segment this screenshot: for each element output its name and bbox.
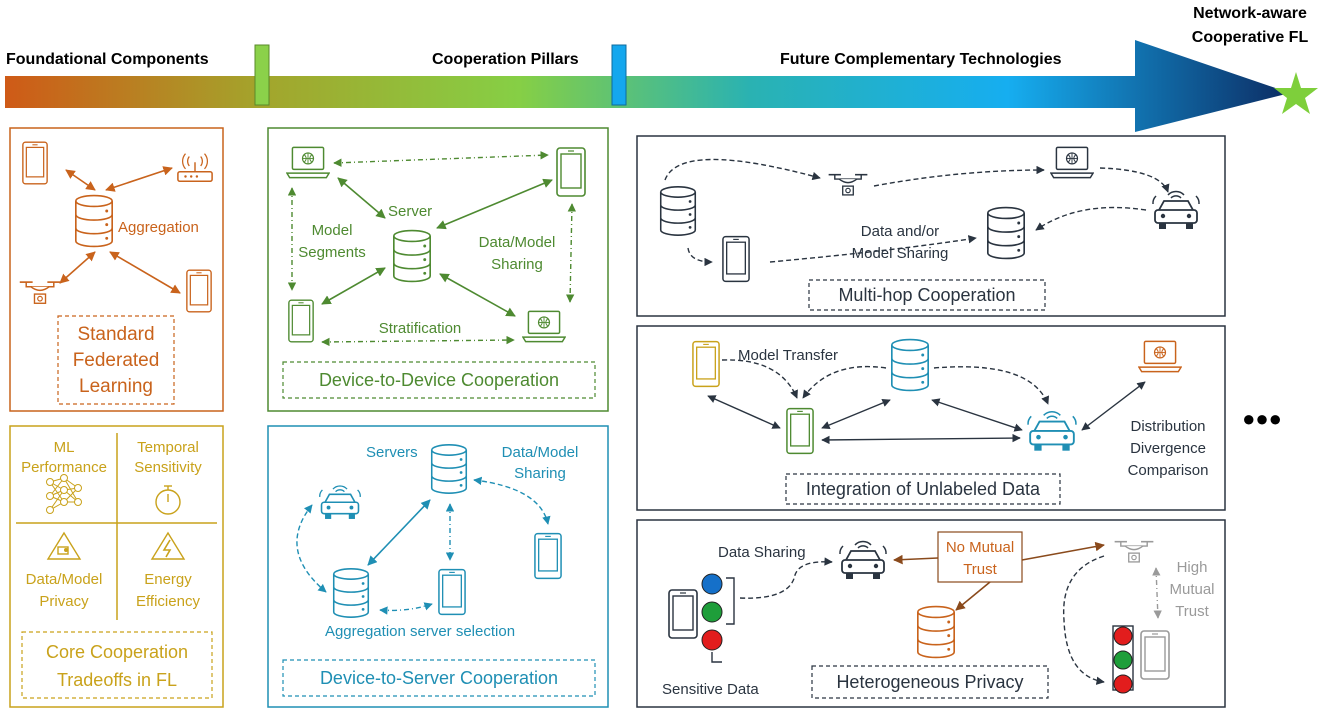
server-icon bbox=[74, 194, 114, 248]
tradeoffs-title-2: Tradeoffs in FL bbox=[57, 670, 177, 690]
unlabeled-panel: Model Transfer Distribution Divergence C… bbox=[636, 325, 1226, 511]
phone-icon bbox=[22, 141, 48, 185]
tradeoff-ml-line1: ML bbox=[54, 439, 75, 456]
d2s-panel: Servers Data/Model Sharing Aggregation s… bbox=[267, 425, 609, 708]
phone-icon bbox=[556, 147, 586, 197]
phone-icon bbox=[722, 235, 750, 283]
server-icon bbox=[659, 185, 697, 237]
energy-warning-icon bbox=[150, 531, 186, 560]
no-trust-label-2: Trust bbox=[963, 561, 997, 578]
standard-fl-title-1: Standard bbox=[77, 324, 154, 345]
sensitive-data-label: Sensitive Data bbox=[662, 681, 759, 698]
tradeoff-energy-line1: Energy bbox=[144, 571, 192, 588]
phone-icon bbox=[534, 532, 562, 580]
multihop-title: Multi-hop Cooperation bbox=[838, 285, 1015, 305]
d2d-sharing-1: Data/Model bbox=[479, 234, 556, 251]
model-transfer-label: Model Transfer bbox=[738, 347, 838, 364]
server-icon bbox=[916, 605, 956, 659]
laptop-icon bbox=[1050, 146, 1094, 179]
d2s-sharing-2: Sharing bbox=[514, 465, 566, 482]
car-icon bbox=[318, 485, 362, 520]
more-ellipsis: ●●● bbox=[1242, 406, 1282, 431]
stage1-label: Foundational Components bbox=[6, 51, 209, 68]
high-trust-label-2: Mutual bbox=[1169, 581, 1214, 598]
phone-icon bbox=[786, 407, 814, 455]
tradeoff-energy-line2: Efficiency bbox=[136, 593, 200, 610]
d2s-servers-label: Servers bbox=[366, 444, 418, 461]
phone-icon bbox=[668, 589, 698, 639]
car-icon bbox=[839, 540, 887, 580]
timeline: Foundational Components Cooperation Pill… bbox=[5, 5, 1318, 132]
goal-label-line1: Network-aware bbox=[1193, 5, 1307, 22]
privacy-panel: No Mutual Trust Data Sharing High Mutual… bbox=[636, 519, 1226, 708]
neural-network-icon bbox=[46, 474, 82, 514]
milestone-marker-1 bbox=[254, 44, 270, 106]
phone-icon bbox=[288, 299, 314, 343]
standard-fl-title-3: Learning bbox=[79, 376, 153, 397]
d2d-stratification-label: Stratification bbox=[379, 320, 462, 337]
aggregation-label: Aggregation bbox=[118, 219, 199, 236]
goal-star-icon bbox=[1274, 72, 1318, 114]
d2d-model-segments-2: Segments bbox=[298, 244, 366, 261]
server-icon bbox=[986, 206, 1026, 260]
tradeoffs-title-1: Core Cooperation bbox=[46, 642, 188, 662]
d2d-panel: Server Model Segments Data/Model Sharing… bbox=[267, 127, 609, 412]
drone-icon bbox=[1113, 540, 1155, 563]
d2s-selection-label: Aggregation server selection bbox=[325, 623, 515, 640]
multihop-sharing-1: Data and/or bbox=[861, 223, 939, 240]
tradeoff-temporal-line2: Sensitivity bbox=[134, 459, 202, 476]
divergence-label-1: Distribution bbox=[1130, 418, 1205, 435]
phone-icon bbox=[438, 568, 466, 616]
high-trust-label-1: High bbox=[1177, 559, 1208, 576]
tradeoffs-panel: ML Performance Temporal Sensitivity Data… bbox=[9, 425, 224, 708]
d2d-server-label: Server bbox=[388, 203, 432, 220]
tradeoff-privacy-line2: Privacy bbox=[39, 593, 89, 610]
d2s-title: Device-to-Server Cooperation bbox=[320, 668, 558, 688]
stage3-label: Future Complementary Technologies bbox=[780, 51, 1062, 68]
server-icon bbox=[332, 568, 370, 618]
high-trust-label-3: Trust bbox=[1175, 603, 1209, 620]
laptop-icon bbox=[522, 310, 566, 343]
phone-icon bbox=[186, 269, 212, 313]
laptop-icon bbox=[286, 146, 330, 179]
goal-label-line2: Cooperative FL bbox=[1192, 29, 1309, 46]
standard-fl-panel: Aggregation Standard Federated Learning bbox=[9, 127, 224, 412]
multihop-panel: Data and/or Model Sharing Multi-hop Coop… bbox=[636, 135, 1226, 317]
data-sharing-label: Data Sharing bbox=[718, 544, 806, 561]
server-icon bbox=[392, 229, 432, 283]
stage2-label: Cooperation Pillars bbox=[432, 51, 579, 68]
phone-icon bbox=[1140, 630, 1170, 680]
privacy-warning-icon bbox=[46, 531, 82, 560]
phone-icon bbox=[692, 340, 720, 388]
car-icon bbox=[1027, 410, 1077, 452]
router-icon bbox=[177, 152, 213, 183]
no-trust-label-1: No Mutual bbox=[946, 539, 1014, 556]
d2d-sharing-2: Sharing bbox=[491, 256, 543, 273]
stopwatch-icon bbox=[155, 485, 181, 515]
traffic-light-right bbox=[1112, 625, 1134, 694]
drone-icon bbox=[18, 281, 62, 305]
tradeoff-temporal-line1: Temporal bbox=[137, 439, 199, 456]
standard-fl-title-2: Federated bbox=[73, 350, 160, 371]
divergence-label-3: Comparison bbox=[1128, 462, 1209, 479]
traffic-light-left bbox=[701, 573, 735, 663]
d2s-sharing-1: Data/Model bbox=[502, 444, 579, 461]
milestone-marker-2 bbox=[611, 44, 627, 106]
drone-icon bbox=[827, 173, 869, 196]
server-icon bbox=[430, 444, 468, 494]
d2d-model-segments-1: Model bbox=[312, 222, 353, 239]
divergence-label-2: Divergence bbox=[1130, 440, 1206, 457]
timeline-arrow bbox=[5, 40, 1290, 132]
privacy-title: Heterogeneous Privacy bbox=[836, 672, 1023, 692]
multihop-sharing-2: Model Sharing bbox=[852, 245, 949, 262]
car-icon bbox=[1152, 190, 1200, 230]
laptop-icon bbox=[1138, 340, 1182, 373]
tradeoff-privacy-line1: Data/Model bbox=[26, 571, 103, 588]
d2d-title: Device-to-Device Cooperation bbox=[319, 370, 559, 390]
unlabeled-title: Integration of Unlabeled Data bbox=[806, 479, 1041, 499]
tradeoff-ml-line2: Performance bbox=[21, 459, 107, 476]
server-icon bbox=[890, 338, 930, 392]
